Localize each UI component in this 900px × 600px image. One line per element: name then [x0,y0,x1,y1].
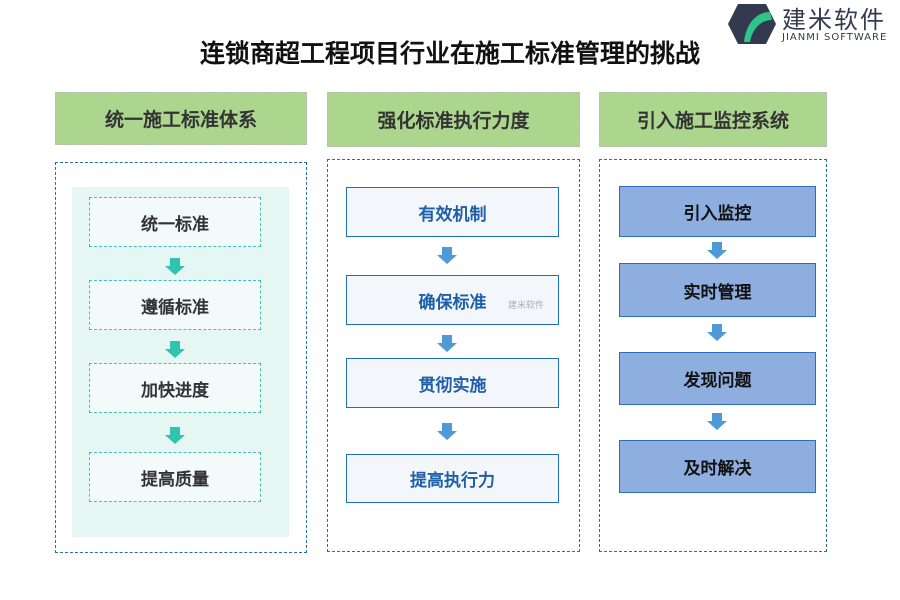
logo: 建米软件 JIANMI SOFTWARE [726,2,900,46]
step-improve-quality: 提高质量 [89,452,261,502]
column-panel-2 [327,159,580,552]
logo-icon [728,4,776,44]
step-unify-standard: 统一标准 [89,197,261,247]
step-find-problems: 发现问题 [619,352,816,405]
column-header-3: 引入施工监控系统 [599,92,827,147]
step-follow-standard: 遵循标准 [89,280,261,330]
step-implement: 贯彻实施 [346,358,559,408]
page-title: 连锁商超工程项目行业在施工标准管理的挑战 [199,39,700,68]
step-effective-mechanism: 有效机制 [346,187,559,237]
logo-subtitle: JIANMI SOFTWARE [782,32,888,43]
step-solve-promptly: 及时解决 [619,440,816,493]
column-header-1: 统一施工标准体系 [55,92,307,145]
column-header-2: 强化标准执行力度 [327,92,580,147]
column-panel-3 [599,159,827,552]
watermark: 建米软件 [508,301,545,311]
step-speed-up: 加快进度 [89,363,261,413]
column-panel-1 [55,162,307,553]
step-realtime-management: 实时管理 [619,263,816,317]
step-ensure-standard: 确保标准 [346,275,559,325]
logo-name: 建米软件 [782,6,886,34]
step-introduce-monitoring: 引入监控 [619,186,816,237]
step-improve-execution: 提高执行力 [346,454,559,503]
